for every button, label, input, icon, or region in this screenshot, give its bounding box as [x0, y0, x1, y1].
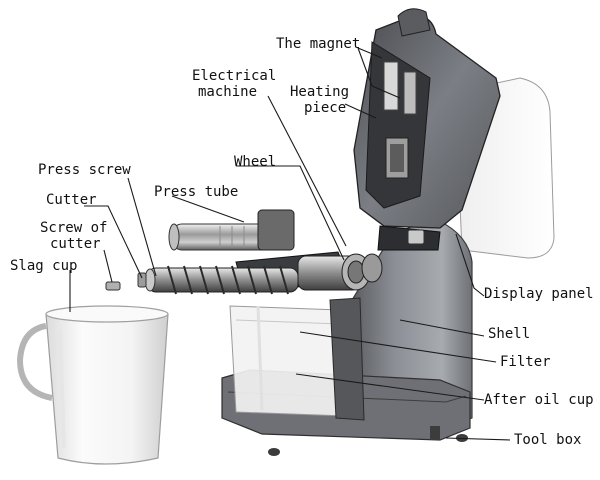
screw-of-cutter-shape	[105, 281, 121, 291]
label-wheel: Wheel	[234, 154, 276, 170]
machine-illustration	[16, 8, 555, 465]
label-filter: Filter	[500, 354, 551, 370]
label-shell: Shell	[488, 326, 530, 342]
label-screw-of-cutter-line2: cutter	[50, 236, 101, 252]
press-screw-shape	[144, 265, 299, 295]
label-heating-line1: Heating	[290, 84, 349, 100]
magnet-block	[383, 61, 399, 111]
label-display-panel: Display panel	[484, 286, 594, 302]
label-tool-box: Tool box	[514, 432, 581, 448]
labels: The magnet Electrical machine Heating pi…	[10, 36, 594, 448]
label-press-tube: Press tube	[154, 184, 238, 200]
label-electrical-line1: Electrical	[192, 68, 276, 84]
slag-cup-shape	[16, 305, 169, 465]
label-electrical-line2: machine	[198, 84, 257, 100]
label-screw-of-cutter-line1: Screw of	[40, 220, 107, 236]
label-the-magnet: The magnet	[276, 36, 360, 52]
label-heating-line2: piece	[304, 100, 346, 116]
press-tube-shape	[168, 209, 295, 251]
label-cutter: Cutter	[46, 192, 97, 208]
wheel-shape	[297, 253, 383, 291]
label-after-oil-cup: After oil cup	[484, 392, 594, 408]
leader-lines	[69, 47, 511, 441]
cutter-shape	[137, 272, 147, 288]
label-press-screw: Press screw	[38, 162, 131, 178]
label-slag-cup: Slag cup	[10, 258, 77, 274]
